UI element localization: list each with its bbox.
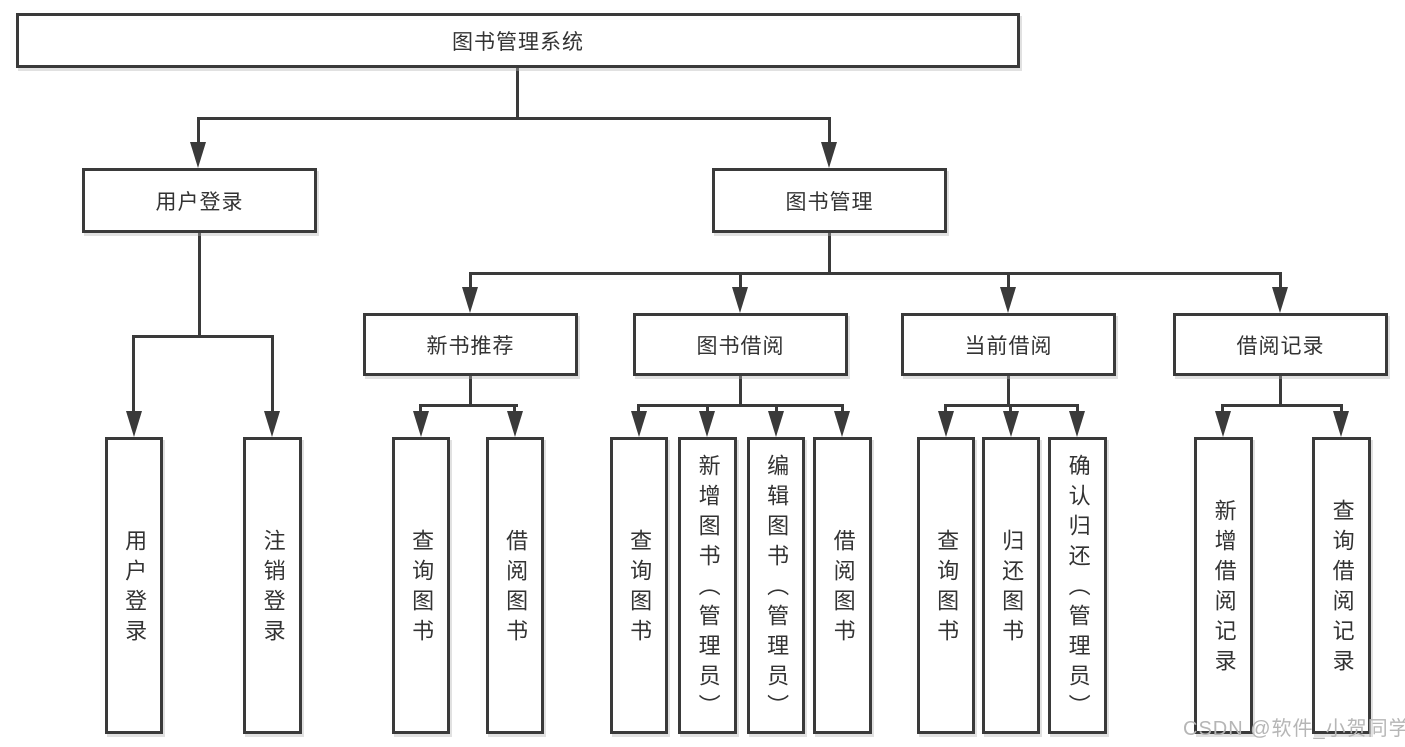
connector-line xyxy=(775,404,778,415)
connector-line xyxy=(1221,404,1343,407)
node-leaf-return-book: 归还图书 xyxy=(982,437,1040,734)
node-book-borrow: 图书借阅 xyxy=(633,313,848,376)
node-current-borrow: 当前借阅 xyxy=(901,313,1116,376)
node-new-book-recommend: 新书推荐 xyxy=(363,313,578,376)
node-leaf-query-books-2: 查询图书 xyxy=(610,437,668,734)
node-leaf-query-borrow-record: 查询借阅记录 xyxy=(1312,437,1371,734)
connector-line xyxy=(469,272,1282,275)
connector-line xyxy=(637,404,844,407)
node-leaf-query-books-1: 查询图书 xyxy=(392,437,450,734)
connector-line xyxy=(1279,376,1282,406)
node-root: 图书管理系统 xyxy=(16,13,1020,68)
connector-line xyxy=(828,233,831,274)
node-leaf-query-books-3: 查询图书 xyxy=(917,437,975,734)
node-borrow-record: 借阅记录 xyxy=(1173,313,1388,376)
node-leaf-borrow-books-2: 借阅图书 xyxy=(813,437,872,734)
connector-line xyxy=(944,404,947,415)
connector-line xyxy=(197,117,200,144)
arrowhead-icon xyxy=(1003,411,1019,437)
node-leaf-confirm-return-admin: 确认归还（管理员） xyxy=(1048,437,1107,734)
connector-line xyxy=(1009,404,1012,415)
connector-line xyxy=(516,68,519,119)
arrowhead-icon xyxy=(126,411,142,437)
arrowhead-icon xyxy=(1069,411,1085,437)
connector-line xyxy=(271,335,274,413)
arrowhead-icon xyxy=(1333,411,1349,437)
connector-line xyxy=(1007,272,1010,289)
connector-line xyxy=(841,404,844,415)
connector-line xyxy=(1340,404,1343,415)
connector-line xyxy=(132,335,135,413)
node-leaf-edit-book-admin: 编辑图书（管理员） xyxy=(747,437,805,734)
connector-line xyxy=(739,272,742,289)
connector-line xyxy=(1007,376,1010,406)
connector-line xyxy=(419,404,518,407)
arrowhead-icon xyxy=(462,287,478,313)
connector-line xyxy=(419,404,422,415)
node-leaf-add-borrow-record: 新增借阅记录 xyxy=(1194,437,1253,734)
arrowhead-icon xyxy=(631,411,647,437)
node-leaf-logout: 注销登录 xyxy=(243,437,302,734)
arrowhead-icon xyxy=(1000,287,1016,313)
connector-line xyxy=(198,233,201,337)
connector-line xyxy=(1279,272,1282,289)
arrowhead-icon xyxy=(1215,411,1231,437)
connector-line xyxy=(469,272,472,289)
arrowhead-icon xyxy=(699,411,715,437)
arrowhead-icon xyxy=(834,411,850,437)
connector-line xyxy=(706,404,709,415)
connector-line xyxy=(739,376,742,406)
node-book-management: 图书管理 xyxy=(712,168,947,233)
node-leaf-borrow-books-1: 借阅图书 xyxy=(486,437,544,734)
arrowhead-icon xyxy=(507,411,523,437)
connector-line xyxy=(197,117,831,120)
connector-line xyxy=(637,404,640,415)
arrowhead-icon xyxy=(190,142,206,168)
connector-line xyxy=(469,376,472,406)
node-leaf-add-book-admin: 新增图书（管理员） xyxy=(678,437,737,734)
node-user-login: 用户登录 xyxy=(82,168,317,233)
arrowhead-icon xyxy=(821,142,837,168)
arrowhead-icon xyxy=(1272,287,1288,313)
arrowhead-icon xyxy=(732,287,748,313)
arrowhead-icon xyxy=(938,411,954,437)
connector-line xyxy=(1076,404,1079,415)
csdn-watermark: CSDN @软件_小贺同学 xyxy=(1183,718,1405,740)
arrowhead-icon xyxy=(264,411,280,437)
connector-line xyxy=(828,117,831,144)
arrowhead-icon xyxy=(413,411,429,437)
connector-line xyxy=(132,335,274,338)
node-leaf-user-login: 用户登录 xyxy=(105,437,163,734)
arrowhead-icon xyxy=(768,411,784,437)
connector-line xyxy=(513,404,516,415)
connector-line xyxy=(1221,404,1224,415)
